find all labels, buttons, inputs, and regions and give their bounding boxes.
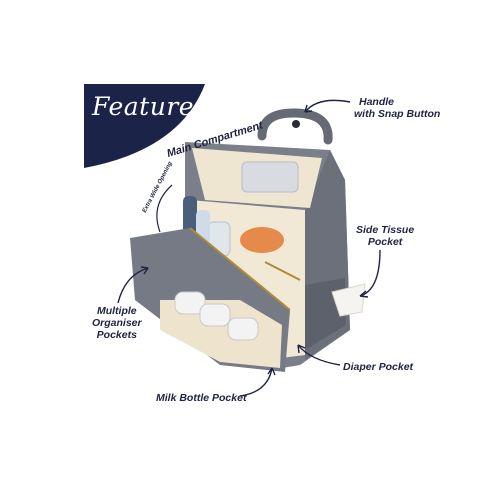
side-tissue-line-1: Side Tissue (356, 224, 415, 236)
wide-opening-arrow (156, 184, 173, 233)
side-tissue-arrowhead (359, 290, 369, 298)
tissue (331, 283, 366, 317)
features-banner (84, 84, 205, 168)
milk-arrowhead (267, 367, 276, 376)
diaper-arrow (297, 344, 341, 366)
milk-arrow (239, 367, 273, 397)
handle-label-title: Handle (359, 96, 395, 108)
features-title: Features (92, 92, 208, 121)
handle-arrow (304, 99, 351, 113)
bag-handle (257, 108, 333, 145)
handle-arrowhead (304, 104, 313, 113)
milk-bottle-1 (174, 291, 206, 315)
multiple-line-2: Organiser (92, 317, 142, 329)
zipper-2 (264, 261, 301, 281)
multiple-pockets-label: Multiple Organiser Pockets (92, 305, 142, 341)
zipper (189, 227, 291, 311)
bottle-2 (183, 196, 197, 236)
multiple-arrow (117, 267, 149, 304)
handle-label: Handle with Snap Button (354, 96, 440, 120)
wipes-box (241, 161, 299, 193)
orange-bowl (240, 227, 284, 253)
multiple-line-1: Multiple (96, 305, 137, 317)
multiple-arrowhead (140, 266, 149, 275)
snap-button (292, 120, 300, 128)
milk-bottle-pocket-label: Milk Bottle Pocket (156, 392, 247, 404)
side-tissue-line-2: Pocket (367, 236, 403, 248)
milk-bottle-3 (227, 317, 259, 341)
milk-bottle-2 (199, 303, 231, 327)
multiple-line-3: Pockets (96, 329, 137, 341)
handle-label-sub: with Snap Button (354, 108, 441, 120)
front-flap-lining (160, 300, 282, 368)
diaper-arrowhead (297, 344, 306, 354)
side-tissue-label: Side Tissue Pocket (356, 224, 414, 248)
diaper-pocket-label: Diaper Pocket (343, 361, 414, 373)
side-tissue-arrow (359, 249, 381, 297)
